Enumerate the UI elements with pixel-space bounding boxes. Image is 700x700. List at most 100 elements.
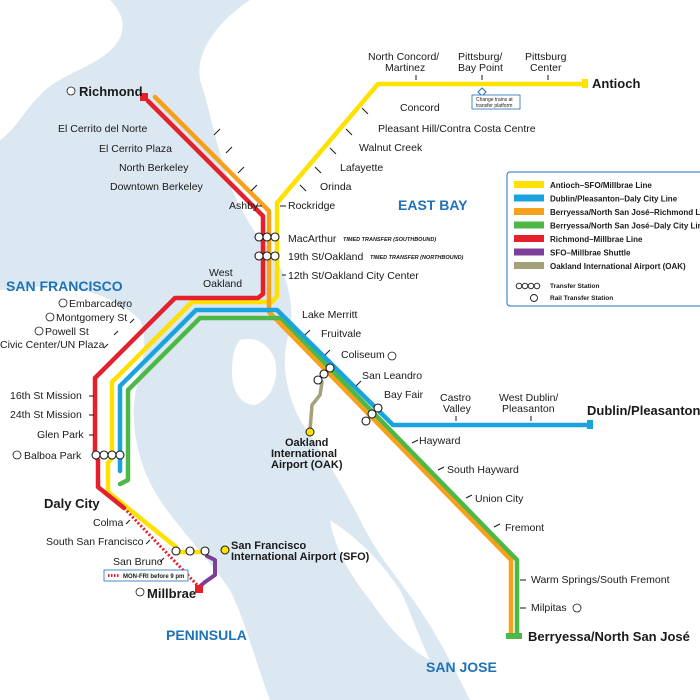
station-macarthur: MacArthur	[288, 233, 337, 245]
station-south-hayward: South Hayward	[447, 464, 519, 476]
terminal-cap-dublin	[587, 420, 593, 429]
station-north-berkeley: North Berkeley	[119, 162, 189, 174]
airport-icon-oak	[305, 427, 315, 437]
rail-transfer-icon-millbrae	[135, 587, 145, 597]
legend-swatch	[514, 208, 544, 215]
terminal-oak-line1: Oakland	[285, 437, 328, 449]
region-san-francisco: SAN FRANCISCO	[6, 278, 123, 294]
line-dublin-daly-city	[117, 307, 592, 474]
legend-swatch	[514, 181, 544, 188]
station-san-leandro: San Leandro	[362, 370, 422, 382]
station-pleasant-hill: Pleasant Hill/Contra Costa Centre	[378, 123, 536, 135]
station-el-cerrito-norte: El Cerrito del Norte	[58, 123, 147, 135]
transfer-note-line2: transfer platform	[476, 103, 512, 109]
station-pittsburg-center-line1: Pittsburg	[525, 51, 567, 63]
region-peninsula: PENINSULA	[166, 627, 247, 643]
legend: Antioch–SFO/Millbrae LineDublin/Pleasant…	[506, 171, 700, 307]
station-walnut-creek: Walnut Creek	[359, 142, 423, 154]
legend-label: Dublin/Pleasanton–Daly City Line	[550, 195, 678, 204]
rail-transfer-icon-milpitas	[572, 603, 582, 613]
legend-rail-transfer-label: Rail Transfer Station	[550, 295, 613, 302]
legend-label: Berryessa/North San José–Daly City Line	[550, 222, 700, 231]
transfer-note-box	[471, 94, 521, 110]
legend-item: Dublin/Pleasanton–Daly City Line	[514, 194, 678, 204]
station-lafayette: Lafayette	[340, 162, 383, 174]
station-rockridge: Rockridge	[288, 200, 335, 212]
terminal-cap-millbrae	[195, 585, 203, 593]
region-san-jose: SAN JOSE	[426, 659, 497, 675]
station-concord: Concord	[400, 102, 440, 114]
station-ashby: Ashby	[229, 200, 259, 212]
station-lake-merritt: Lake Merritt	[302, 309, 358, 321]
weekday-note: MON-FRI before 9 pm	[123, 574, 184, 580]
station-glen-park: Glen Park	[37, 429, 84, 441]
station-warm-springs: Warm Springs/South Fremont	[531, 574, 670, 586]
line-sfo-millbrae-shuttle	[196, 554, 217, 590]
station-castro-valley-line2: Valley	[443, 403, 472, 415]
station-west-oakland-line2: Oakland	[203, 278, 242, 290]
rail-transfer-icon-coliseum	[387, 351, 397, 361]
station-castro-valley-line1: Castro	[440, 392, 471, 404]
station-montgomery: Montgomery St	[56, 312, 127, 324]
terminal-cap-richmond	[140, 93, 148, 101]
station-pittsburg-bay-point-line2: Bay Point	[458, 62, 503, 74]
legend-item: Berryessa/North San José–Richmond Line	[514, 208, 700, 217]
station-colma: Colma	[93, 517, 124, 529]
station-north-concord-line2: Martinez	[385, 62, 425, 74]
terminal-oak-line3: Airport (OAK)	[271, 459, 343, 471]
station-orinda: Orinda	[320, 181, 352, 193]
legend-swatch	[514, 221, 544, 229]
legend-label: Oakland International Airport (OAK)	[550, 262, 686, 271]
marin-land	[0, 0, 123, 140]
station-el-cerrito-plaza: El Cerrito Plaza	[99, 143, 172, 155]
terminal-berryessa: Berryessa/North San José	[528, 629, 690, 644]
san-francisco-land	[0, 285, 270, 700]
terminal-millbrae: Millbrae	[147, 586, 196, 601]
transfer-station-bay-fair	[361, 403, 383, 426]
terminal-cap-antioch	[582, 79, 588, 88]
legend-item: SFO–Millbrae Shuttle	[514, 248, 631, 258]
alameda-island	[232, 338, 277, 405]
legend-swatch	[514, 194, 544, 202]
transfer-station-balboa-park	[91, 450, 125, 460]
airport-icon-sfo	[220, 545, 230, 555]
station-19th-st: 19th St/Oakland	[288, 251, 363, 263]
station-16th-mission: 16th St Mission	[10, 390, 82, 402]
station-west-dublin-line2: Pleasanton	[502, 403, 555, 415]
station-fremont: Fremont	[505, 522, 544, 534]
station-powell: Powell St	[45, 326, 89, 338]
terminal-sfo-line2: International Airport (SFO)	[231, 551, 370, 563]
rail-transfer-icon-powell	[34, 326, 44, 336]
station-balboa-park: Balboa Park	[24, 450, 82, 462]
station-south-sf: South San Francisco	[46, 536, 144, 548]
legend-label: Berryessa/North San José–Richmond Line	[550, 208, 700, 217]
terminal-oak-line2: International	[271, 448, 337, 460]
legend-swatch	[514, 262, 544, 269]
rail-transfer-icon-embarcadero	[58, 298, 68, 308]
legend-transfer-station: Transfer Station	[515, 282, 600, 290]
region-east-bay: EAST BAY	[398, 197, 468, 213]
terminal-antioch: Antioch	[592, 76, 640, 91]
rail-transfer-icon-montgomery	[45, 312, 55, 322]
weekday-note-box	[103, 569, 189, 582]
terminal-cap-berryessa	[506, 633, 522, 639]
transfer-station-san-bruno-sfo	[171, 546, 210, 556]
station-west-oakland-line1: West	[209, 267, 233, 279]
rail-transfer-icon-balboa-park	[12, 450, 22, 460]
station-12th-st: 12th St/Oakland City Center	[288, 270, 419, 282]
station-bay-fair: Bay Fair	[384, 389, 424, 401]
legend-item: Richmond–Millbrae Line	[514, 235, 643, 244]
terminal-richmond: Richmond	[79, 84, 143, 99]
transfer-note-line1: Change trains at	[476, 97, 513, 103]
legend-label: Antioch–SFO/Millbrae Line	[550, 181, 652, 190]
legend-item: Antioch–SFO/Millbrae Line	[514, 181, 652, 190]
station-embarcadero: Embarcadero	[69, 298, 132, 310]
station-pittsburg-bay-point-line1: Pittsburg/	[458, 51, 502, 63]
legend-rail-transfer: Rail Transfer Station	[530, 294, 613, 302]
terminal-daly-city: Daly City	[44, 496, 100, 511]
terminal-dublin: Dublin/Pleasanton	[587, 403, 700, 418]
legend-label: SFO–Millbrae Shuttle	[550, 249, 631, 258]
transfer-station-19th-st	[254, 251, 280, 261]
legend-item: Oakland International Airport (OAK)	[514, 262, 686, 271]
